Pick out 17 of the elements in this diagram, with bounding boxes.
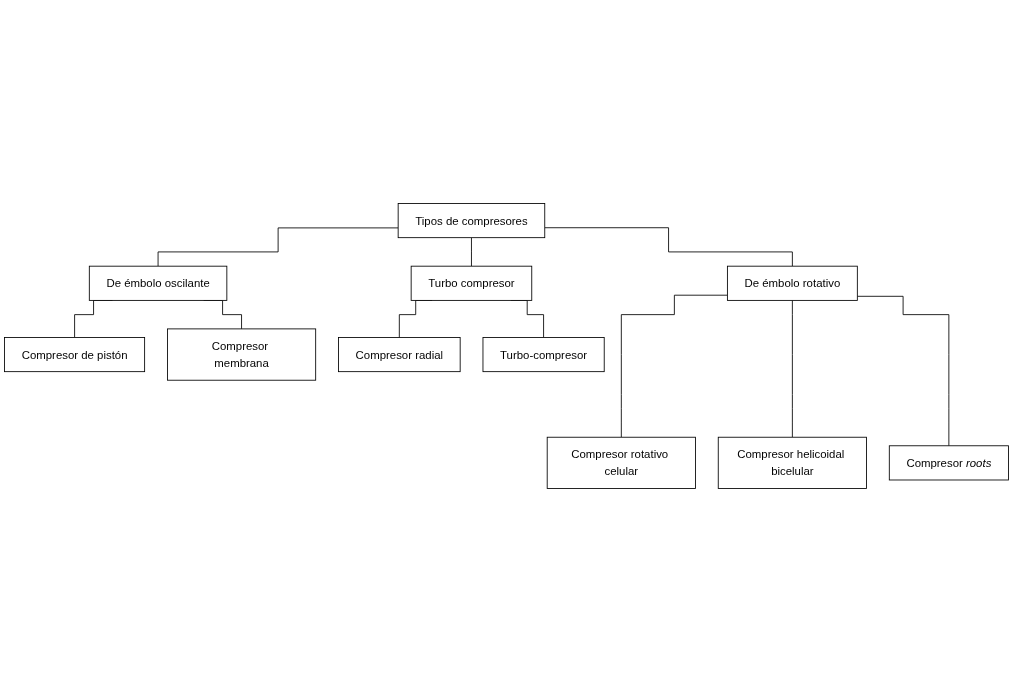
node-box: Compresor membrana — [167, 328, 317, 381]
connector — [620, 294, 728, 438]
node-box: Compresor helicoidal bicelular — [717, 436, 867, 489]
node-box: Compresor rotativo celular — [546, 436, 696, 489]
connector — [157, 227, 399, 267]
node-box: Compresor roots — [888, 445, 1009, 481]
connector — [471, 237, 472, 267]
node-box: Turbo compresor — [410, 265, 533, 301]
connector — [791, 299, 793, 438]
node-box: De émbolo oscilante — [88, 265, 228, 301]
node-box: Compresor de pistón — [4, 337, 146, 373]
node-box: De émbolo rotativo — [726, 265, 858, 301]
node-box: Tipos de compresores — [397, 203, 546, 239]
connector — [544, 227, 793, 267]
node-box: Turbo-compresor — [482, 337, 605, 373]
node-box: Compresor radial — [338, 337, 461, 373]
connector — [856, 295, 950, 447]
